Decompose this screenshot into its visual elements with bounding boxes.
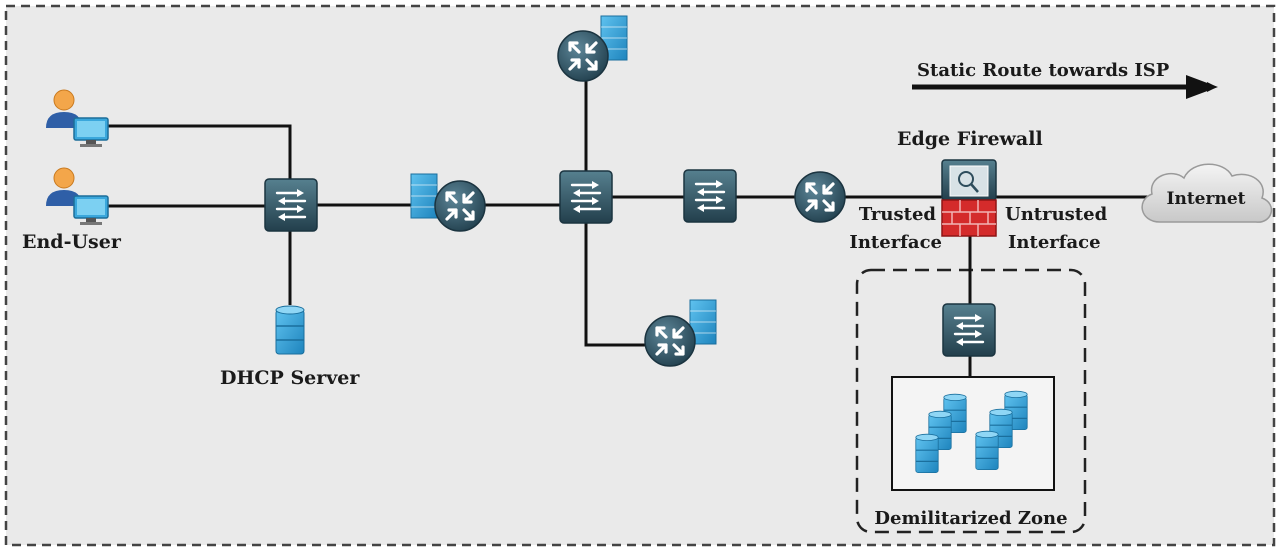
server-icon — [915, 433, 939, 474]
untrusted-interface-label-line2: Interface — [1008, 232, 1101, 253]
link-core-bottom-router — [584, 222, 645, 347]
untrusted-interface-label-line1: Untrusted — [1005, 204, 1108, 225]
network-links — [100, 80, 1152, 378]
router-icon — [643, 314, 697, 368]
internet-label: Internet — [1167, 189, 1246, 209]
router-icon — [556, 29, 610, 83]
diagram-border — [4, 4, 1276, 547]
trusted-interface-label-line1: Trusted — [859, 204, 937, 225]
switch-icon — [682, 168, 738, 224]
server-icon — [975, 430, 999, 471]
dhcp-server-label: DHCP Server — [220, 367, 360, 389]
switch-icon — [941, 302, 997, 358]
server-icon — [275, 305, 305, 355]
static-route-label: Static Route towards ISP — [917, 60, 1170, 81]
server-block-icon — [410, 173, 438, 219]
edge-firewall-label: Edge Firewall — [897, 128, 1043, 150]
switch-icon — [263, 177, 319, 233]
end-user-label: End-User — [22, 231, 122, 253]
switch-icon — [558, 169, 614, 225]
trusted-interface-label-line2: Interface — [849, 232, 942, 253]
firewall-icon — [941, 159, 997, 237]
cloud-icon — [1141, 163, 1273, 223]
dmz-label: Demilitarized Zone — [874, 508, 1067, 529]
dmz-server-box — [891, 376, 1055, 491]
static-route-arrowhead — [1186, 75, 1218, 99]
router-icon — [793, 170, 847, 224]
link-user1-switch — [100, 124, 292, 200]
router-icon — [433, 179, 487, 233]
